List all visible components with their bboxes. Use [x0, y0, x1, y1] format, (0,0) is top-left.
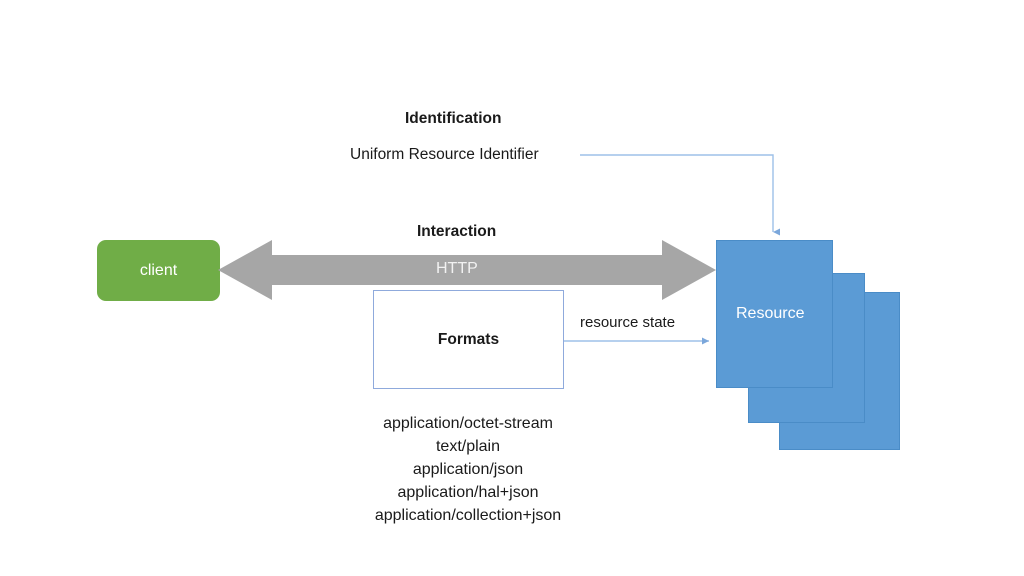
client-node: client — [97, 240, 220, 301]
media-type-item: application/json — [412, 461, 524, 478]
media-type-item: application/octet-stream — [383, 415, 553, 432]
http-double-arrow — [218, 240, 716, 300]
resource-label: Resource — [736, 305, 805, 322]
identification-heading: Identification — [405, 110, 502, 127]
media-type-item: application/hal+json — [397, 484, 539, 501]
uri-connector — [580, 154, 780, 236]
formats-box: Formats — [373, 290, 564, 389]
resource-state-label: resource state — [580, 314, 676, 331]
uri-label: Uniform Resource Identifier — [350, 146, 539, 163]
media-type-item: application/collection+json — [374, 507, 562, 524]
resource-card-front — [716, 240, 833, 388]
media-types-list: application/octet-stream text/plain appl… — [318, 412, 618, 527]
interaction-heading: Interaction — [417, 223, 497, 240]
http-label: HTTP — [436, 260, 478, 277]
formats-label: Formats — [437, 330, 500, 348]
media-type-item: text/plain — [435, 438, 501, 455]
client-label: client — [139, 261, 178, 279]
